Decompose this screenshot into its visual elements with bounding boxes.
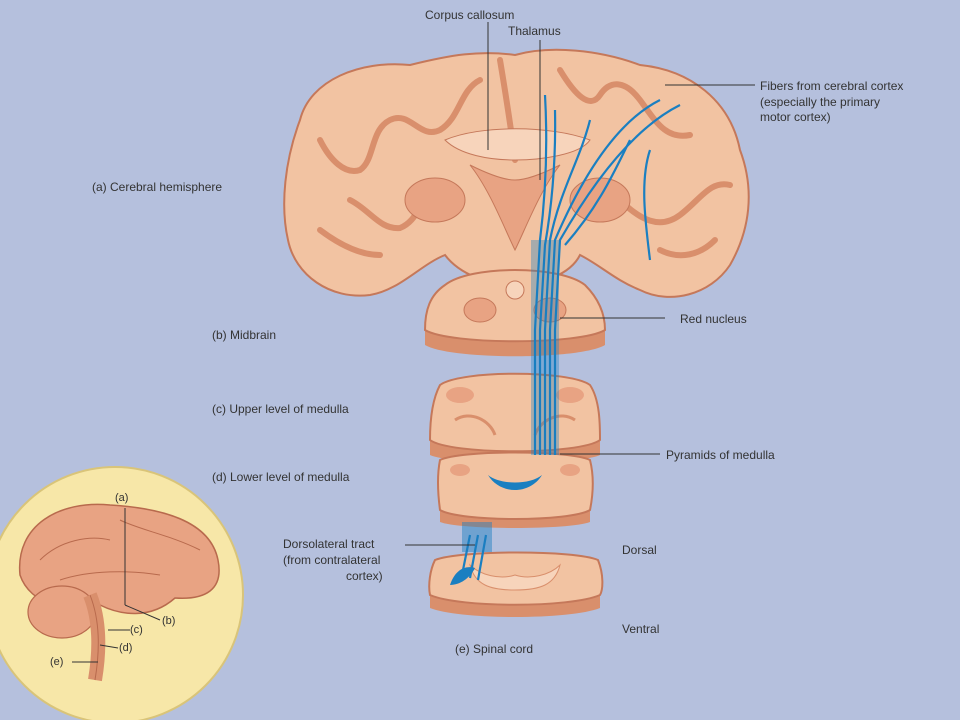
label-upper-medulla: (c) Upper level of medulla	[212, 402, 349, 416]
lower-medulla-section	[437, 451, 594, 528]
label-fibers-line2: (especially the primary	[760, 95, 881, 109]
inset-label-e: (e)	[50, 656, 64, 668]
inset-label-d: (d)	[119, 642, 133, 654]
label-fibers-line3: motor cortex)	[760, 110, 831, 124]
label-thalamus: Thalamus	[508, 24, 561, 38]
label-midbrain: (b) Midbrain	[212, 328, 277, 342]
label-dorsal: Dorsal	[622, 543, 657, 557]
label-ventral: Ventral	[622, 622, 660, 636]
label-pyramids: Pyramids of medulla	[666, 448, 775, 462]
spinal-cord-section	[428, 551, 604, 617]
label-dorsolateral-line3: cortex)	[346, 569, 383, 583]
label-dorsolateral-line1: Dorsolateral tract	[283, 537, 375, 551]
label-cerebral-hemisphere: (a) Cerebral hemisphere	[92, 180, 223, 194]
tract-band-upper	[531, 240, 559, 455]
leader-lines	[405, 22, 755, 546]
corticospinal-tract	[460, 94, 681, 581]
inset-label-a: (a)	[115, 492, 129, 504]
inset-label-b: (b)	[162, 615, 176, 627]
inset-label-c: (c)	[130, 624, 143, 636]
label-corpus-callosum: Corpus callosum	[425, 8, 515, 22]
label-dorsolateral-line2: (from contralateral	[283, 553, 381, 567]
label-red-nucleus: Red nucleus	[680, 312, 747, 326]
midbrain-section	[423, 269, 607, 357]
upper-medulla-section	[428, 372, 602, 463]
label-fibers-line1: Fibers from cerebral cortex	[760, 79, 904, 93]
label-lower-medulla: (d) Lower level of medulla	[212, 470, 350, 484]
cerebral-hemisphere	[283, 48, 750, 298]
label-spinal-cord: (e) Spinal cord	[455, 642, 534, 656]
brain-inset	[0, 466, 244, 720]
tract-band-lower	[462, 522, 492, 552]
